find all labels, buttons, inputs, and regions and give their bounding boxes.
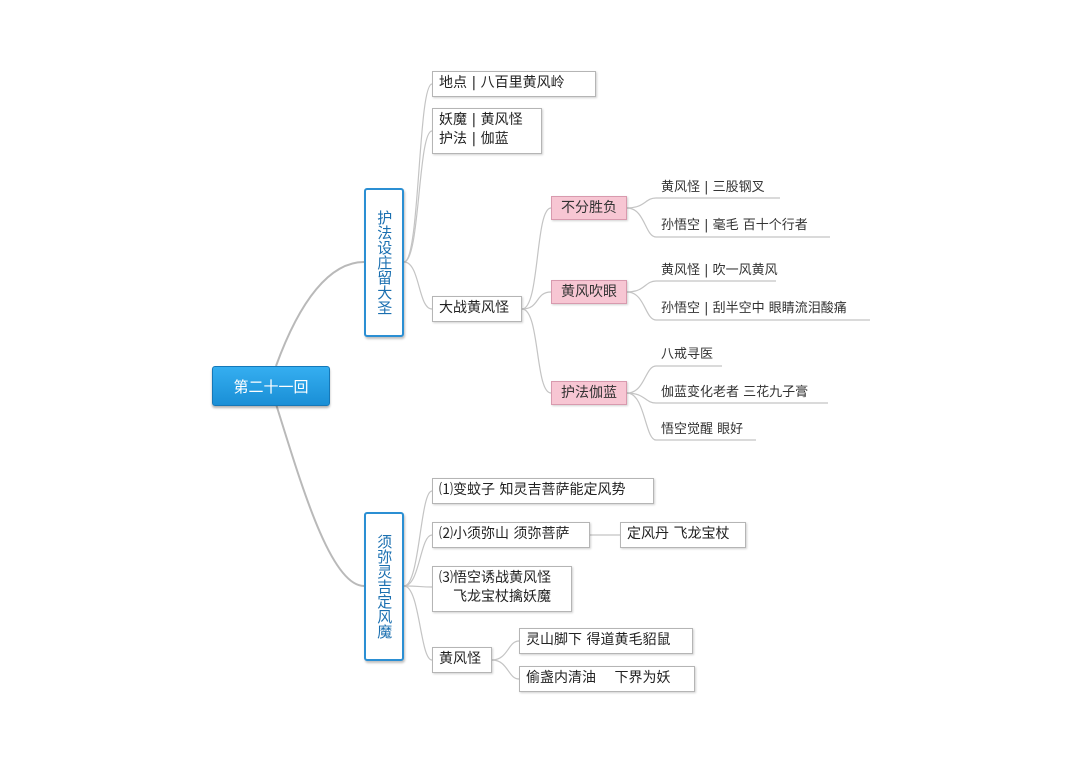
connector-root-branch1 bbox=[275, 261, 365, 367]
sub1-item2: 孙悟空 | 毫毛 百十个行者 bbox=[661, 218, 808, 233]
connector-battle-sub1 bbox=[521, 207, 552, 310]
step3-node[interactable]: ⑶悟空诱战黄风怪 飞龙宝杖擒妖魔 bbox=[432, 566, 572, 612]
battle-label: 大战黄风怪 bbox=[439, 300, 509, 316]
connector-b1-roles bbox=[403, 130, 433, 263]
sub2-item1: 黄风怪 | 吹一风黄风 bbox=[661, 263, 778, 278]
branch1-node[interactable]: 护法设庄留大圣 bbox=[364, 188, 404, 337]
connector-b2-monster bbox=[403, 585, 433, 661]
monster-item1-label: 灵山脚下 得道黄毛貂鼠 bbox=[526, 632, 671, 648]
sub1-node[interactable]: 不分胜负 bbox=[551, 196, 627, 220]
connector-sub3-item3 bbox=[626, 392, 756, 441]
location-node[interactable]: 地点 | 八百里黄风岭 bbox=[432, 71, 596, 97]
sub3-label: 护法伽蓝 bbox=[561, 385, 617, 401]
root-label: 第二十一回 bbox=[233, 377, 309, 396]
sub3-item3: 悟空觉醒 眼好 bbox=[661, 422, 744, 437]
step1-label: ⑴变蚊子 知灵吉菩萨能定风势 bbox=[439, 482, 626, 498]
step3-line1: ⑶悟空诱战黄风怪 bbox=[439, 570, 551, 586]
location-label: 地点 | 八百里黄风岭 bbox=[439, 75, 565, 91]
connector-sub2-item2 bbox=[626, 291, 870, 321]
connector-root-branch2 bbox=[275, 403, 365, 587]
monster-item2-label: 偷盏内清油 下界为妖 bbox=[526, 670, 671, 686]
connector-b1-location bbox=[403, 83, 433, 263]
connector-sub3-item1 bbox=[626, 365, 722, 394]
battle-node[interactable]: 大战黄风怪 bbox=[432, 296, 522, 322]
monster-item2-node[interactable]: 偷盏内清油 下界为妖 bbox=[519, 666, 695, 692]
connector-battle-sub3 bbox=[521, 308, 552, 394]
step1-node[interactable]: ⑴变蚊子 知灵吉菩萨能定风势 bbox=[432, 478, 654, 504]
connector-b2-step3 bbox=[403, 585, 433, 588]
role-monster: 妖魔 | 黄风怪 bbox=[439, 112, 523, 128]
monster-label: 黄风怪 bbox=[439, 651, 481, 667]
step2-child-node[interactable]: 定风丹 飞龙宝杖 bbox=[620, 522, 746, 548]
connector-sub3-item2 bbox=[626, 392, 828, 404]
roles-node[interactable]: 妖魔 | 黄风怪 护法 | 伽蓝 bbox=[432, 108, 542, 154]
connector-b2-step1 bbox=[403, 490, 433, 587]
sub2-item2: 孙悟空 | 刮半空中 眼睛流泪酸痛 bbox=[661, 301, 847, 316]
connector-battle-sub2 bbox=[521, 291, 552, 310]
monster-node[interactable]: 黄风怪 bbox=[432, 647, 492, 673]
sub1-item1: 黄风怪 | 三股钢叉 bbox=[661, 180, 765, 195]
step3-line2: 飞龙宝杖擒妖魔 bbox=[453, 589, 551, 605]
role-guardian: 护法 | 伽蓝 bbox=[439, 131, 509, 147]
connector-monster-item2 bbox=[491, 659, 520, 680]
connector-b1-battle bbox=[403, 261, 433, 310]
connector-monster-item1 bbox=[491, 640, 520, 661]
branch1-title: 护法设庄留大圣 bbox=[375, 210, 394, 315]
sub3-node[interactable]: 护法伽蓝 bbox=[551, 381, 627, 405]
connector-sub1-item1 bbox=[626, 197, 780, 209]
sub2-label: 黄风吹眼 bbox=[561, 284, 617, 300]
sub3-item1: 八戒寻医 bbox=[661, 347, 714, 362]
connector-b2-step2 bbox=[403, 534, 433, 587]
step2-label: ⑵小须弥山 须弥菩萨 bbox=[439, 526, 570, 542]
sub2-node[interactable]: 黄风吹眼 bbox=[551, 280, 627, 304]
connector-sub1-item2 bbox=[626, 207, 830, 238]
connector-sub2-item1 bbox=[626, 280, 776, 293]
monster-item1-node[interactable]: 灵山脚下 得道黄毛貂鼠 bbox=[519, 628, 693, 654]
step2-node[interactable]: ⑵小须弥山 须弥菩萨 bbox=[432, 522, 590, 548]
sub3-item2: 伽蓝变化老者 三花九子膏 bbox=[661, 385, 809, 400]
branch2-node[interactable]: 须弥灵吉定风魔 bbox=[364, 512, 404, 661]
step2-child-label: 定风丹 飞龙宝杖 bbox=[627, 526, 730, 542]
branch2-title: 须弥灵吉定风魔 bbox=[375, 534, 394, 639]
root-node[interactable]: 第二十一回 bbox=[212, 366, 330, 406]
sub1-label: 不分胜负 bbox=[561, 200, 617, 216]
